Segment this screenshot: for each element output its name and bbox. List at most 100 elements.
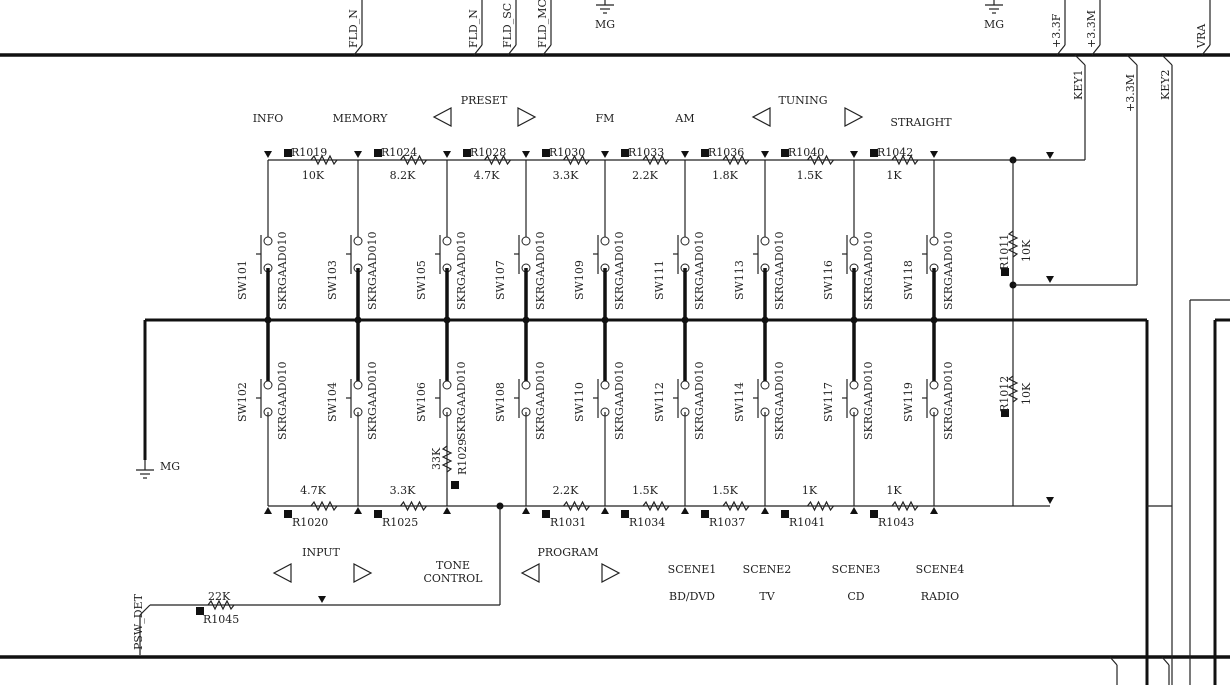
switch-part: SKRGAAD010 [693, 361, 706, 440]
triangle-left-icon [751, 107, 771, 127]
label-tuning: TUNING [779, 94, 828, 107]
switch-ref: SW103 [326, 260, 339, 300]
connector-label: +3.3F [1050, 13, 1063, 48]
switch-ref: SW111 [653, 260, 666, 300]
bottom-resistor-value: 4.7K [300, 484, 326, 497]
switch-contact [442, 236, 452, 246]
pad-marker [781, 149, 789, 157]
connector [473, 44, 483, 56]
junction-dot [264, 316, 272, 324]
bottom-resistor-ref: R1041 [789, 516, 825, 529]
switch-ref: SW117 [822, 382, 835, 422]
junction-dot [681, 316, 689, 324]
bottom-resistor-value: 1K [886, 484, 902, 497]
junction-dot [761, 316, 769, 324]
pad-marker [781, 510, 789, 518]
switch-ref: SW116 [822, 260, 835, 300]
arrow-down-icon [1046, 276, 1054, 283]
arrow-down-icon [354, 151, 362, 158]
bottom-resistor-value: 1K [802, 484, 818, 497]
r1011-value: 10K [1020, 239, 1033, 262]
switch-part: SKRGAAD010 [942, 231, 955, 310]
triangle-right-icon [601, 563, 621, 583]
connector [1201, 44, 1211, 56]
resistor-icon [722, 154, 750, 166]
switch-contact [929, 236, 939, 246]
switch-ref: SW106 [415, 382, 428, 422]
resistor-icon [1007, 375, 1019, 403]
arrow-down-icon [318, 596, 326, 603]
junction-dot [601, 316, 609, 324]
top-resistor-value: 2.2K [632, 169, 658, 182]
switch-part: SKRGAAD010 [455, 231, 468, 310]
arrow-up-icon [761, 507, 769, 514]
resistor-icon [1007, 230, 1019, 258]
r1012-value: 10K [1020, 382, 1033, 405]
top-resistor-ref: R1030 [549, 146, 585, 159]
bottom-resistor-ref: R1043 [878, 516, 914, 529]
switch-contact [353, 380, 363, 390]
r1029-value: 33K [430, 447, 443, 470]
switch-ref: SW101 [236, 260, 249, 300]
connector-label: FLD_MC [536, 0, 549, 48]
top-resistor-value: 4.7K [474, 169, 500, 182]
scene-label: SCENE4 [916, 563, 965, 576]
switch-ref: SW102 [236, 382, 249, 422]
wire [1126, 54, 1138, 66]
bottom-resistor-value: 3.3K [390, 484, 416, 497]
arrow-down-icon [1046, 497, 1054, 504]
switch-contact [263, 380, 273, 390]
pad-marker [542, 149, 550, 157]
arrow-up-icon [850, 507, 858, 514]
junction-dot [443, 316, 451, 324]
resistor-icon [563, 500, 590, 512]
switch-ref: SW107 [494, 260, 507, 300]
top-resistor-value: 10K [302, 169, 325, 182]
switch-contact [680, 380, 690, 390]
connector [1091, 44, 1101, 56]
pad-marker [196, 607, 204, 615]
connector-label-3v3m: +3.3M [1124, 74, 1137, 112]
resistor-icon [441, 445, 453, 473]
triangle-left-icon [520, 563, 540, 583]
switch-part: SKRGAAD010 [773, 361, 786, 440]
triangle-right-icon [844, 107, 864, 127]
pad-marker [463, 149, 471, 157]
pad-marker [870, 510, 878, 518]
scene-label: SCENE3 [832, 563, 881, 576]
label-program: PROGRAM [538, 546, 599, 559]
triangle-right-icon [517, 107, 537, 127]
pad-marker [701, 510, 709, 518]
r1045-value: 22K [208, 590, 231, 603]
scene-source: BD/DVD [669, 590, 715, 603]
resistor-icon [891, 154, 919, 166]
switch-contact [600, 380, 610, 390]
switch-contact [760, 236, 770, 246]
resistor-icon [310, 154, 338, 166]
arrow-up-icon [354, 507, 362, 514]
bottom-resistor-ref: R1020 [292, 516, 328, 529]
connector-label: FLD_N [467, 9, 480, 48]
wire [1109, 656, 1118, 666]
pad-marker [1001, 268, 1009, 276]
arrow-down-icon [522, 151, 530, 158]
label-preset: PRESET [461, 94, 508, 107]
connector [542, 44, 552, 56]
switch-contact [849, 380, 859, 390]
switch-part: SKRGAAD010 [455, 361, 468, 440]
top-resistor-value: 1K [886, 169, 902, 182]
resistor-icon [310, 500, 338, 512]
connector [1056, 44, 1066, 56]
resistor-icon [400, 154, 427, 166]
connector [353, 44, 363, 56]
connector-label-key2: KEY2 [1159, 69, 1172, 100]
bottom-resistor-ref: R1034 [629, 516, 665, 529]
wire [1161, 656, 1170, 666]
switch-ref: SW105 [415, 260, 428, 300]
scene-source: CD [847, 590, 864, 603]
switch-ref: SW112 [653, 382, 666, 422]
switch-contact [521, 236, 531, 246]
arrow-down-icon [681, 151, 689, 158]
resistor-icon [207, 599, 235, 611]
connector-label-key1: KEY1 [1072, 69, 1085, 100]
